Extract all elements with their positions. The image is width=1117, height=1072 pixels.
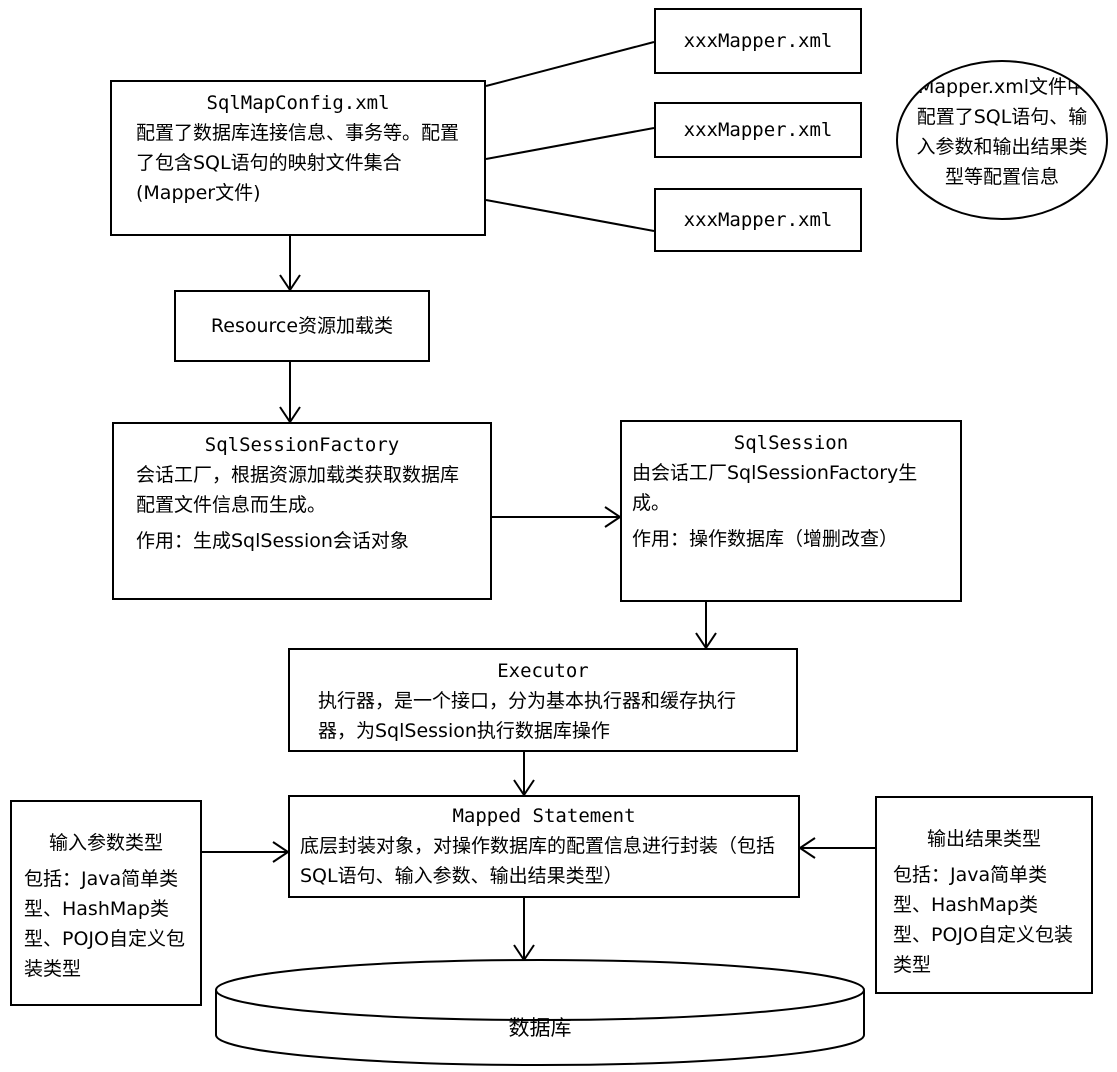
- connector-config-mapper-3: [485, 199, 655, 232]
- output-types-description: 包括：Java简单类型、HashMap类型、POJO自定义包装类型: [893, 864, 1073, 976]
- output-types-box: 输出结果类型 包括：Java简单类型、HashMap类型、POJO自定义包装类型: [875, 796, 1093, 994]
- mapped-statement-description: 底层封装对象，对操作数据库的配置信息进行封装（包括SQL语句、输入参数、输出结果…: [300, 835, 776, 887]
- input-types-description: 包括：Java简单类型、HashMap类型、POJO自定义包装类型: [24, 868, 185, 980]
- sqlsession-role: 作用：操作数据库（增删改查）: [632, 528, 899, 550]
- input-types-box: 输入参数类型 包括：Java简单类型、HashMap类型、POJO自定义包装类型: [10, 800, 202, 1006]
- mapper-file-label-3: xxxMapper.xml: [683, 209, 833, 231]
- resource-label: Resource资源加载类: [210, 315, 394, 337]
- database-label: 数据库: [508, 1016, 572, 1040]
- mapper-note-text: Mapper.xml文件中配置了SQL语句、输入参数和输出结果类型等配置信息: [916, 76, 1088, 188]
- sqlsession-description: 由会话工厂SqlSessionFactory生成。: [632, 462, 918, 514]
- mapper-file-label-2: xxxMapper.xml: [683, 119, 833, 141]
- sqlmapconfig-title: SqlMapConfig.xml: [206, 92, 390, 114]
- mapper-file-box-3: xxxMapper.xml: [654, 188, 862, 252]
- sqlsessionfactory-box: SqlSessionFactory 会话工厂，根据资源加载类获取数据库配置文件信…: [112, 422, 492, 600]
- sqlmapconfig-box: SqlMapConfig.xml 配置了数据库连接信息、事务等。配置了包含SQL…: [110, 80, 486, 236]
- sqlsessionfactory-role: 作用：生成SqlSession会话对象: [136, 530, 409, 552]
- arrowhead-output-statement: [798, 837, 816, 859]
- mapped-statement-box: Mapped Statement 底层封装对象，对操作数据库的配置信息进行封装（…: [288, 795, 800, 898]
- executor-description: 执行器，是一个接口，分为基本执行器和缓存执行器，为SqlSession执行数据库…: [318, 690, 737, 742]
- mapper-note-ellipse: Mapper.xml文件中配置了SQL语句、输入参数和输出结果类型等配置信息: [896, 60, 1108, 220]
- connector-config-mapper-2: [485, 127, 655, 160]
- mapper-file-box-1: xxxMapper.xml: [654, 8, 862, 74]
- database-cylinder: [215, 959, 865, 1066]
- sqlsession-title: SqlSession: [733, 432, 849, 454]
- mapper-file-label-1: xxxMapper.xml: [683, 30, 833, 52]
- sqlsession-box: SqlSession 由会话工厂SqlSessionFactory生成。 作用：…: [620, 420, 962, 602]
- connector-config-mapper-1: [485, 41, 655, 87]
- sqlsessionfactory-title: SqlSessionFactory: [204, 434, 400, 456]
- output-types-title: 输出结果类型: [926, 828, 1041, 850]
- mapper-file-box-2: xxxMapper.xml: [654, 102, 862, 158]
- input-types-title: 输入参数类型: [48, 832, 163, 854]
- mapped-statement-title: Mapped Statement: [452, 805, 636, 827]
- sqlsessionfactory-description: 会话工厂，根据资源加载类获取数据库配置文件信息而生成。: [136, 464, 460, 516]
- executor-title: Executor: [497, 660, 589, 682]
- sqlmapconfig-description: 配置了数据库连接信息、事务等。配置了包含SQL语句的映射文件集合(Mapper文…: [136, 122, 460, 204]
- executor-box: Executor 执行器，是一个接口，分为基本执行器和缓存执行器，为SqlSes…: [288, 648, 798, 752]
- resource-box: Resource资源加载类: [174, 290, 430, 362]
- database-cylinder-top: [215, 959, 865, 1021]
